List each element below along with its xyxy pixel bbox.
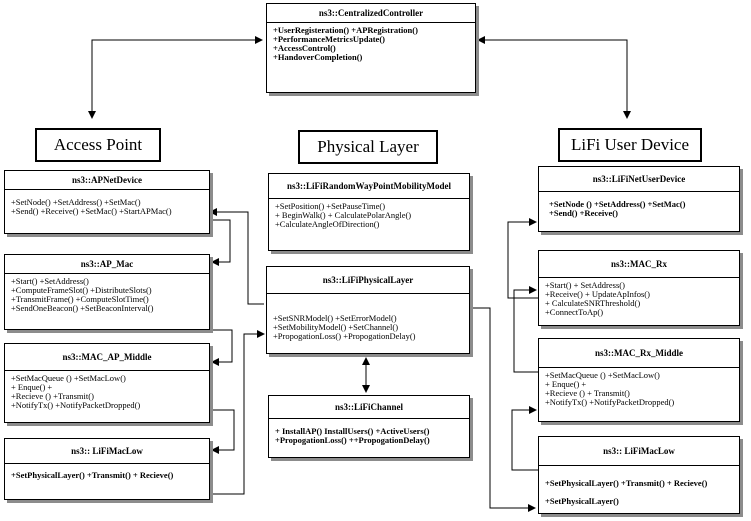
apnetdevice-to-apmac-arrow <box>210 219 231 266</box>
user-maclow-to-middle-arrow <box>511 406 540 471</box>
method-line: +SetNode() +SetAddress() +SetMac() <box>11 197 141 207</box>
method-line: +NotifyTx() +NotifyPacketDropped() <box>545 397 675 407</box>
method-line: +SetSNRModel() +SetErrorModel() <box>273 313 397 323</box>
method-line: +ComputeFrameSlot() +DistributeSlots() <box>11 285 152 295</box>
mac-ap-middle-box: ns3::MAC_AP_Middle +SetMacQueue () +SetM… <box>4 343 210 423</box>
controller-methods: +UserRegisteration() +APRegistration() +… <box>267 23 475 65</box>
mac-rx-methods: +Start() + SetAddress() +Receive() + Upd… <box>539 278 739 320</box>
method-line: +Send() +Receive() <box>549 208 618 218</box>
user-lifi-mac-low-box: ns3:: LiFiMacLow +SetPhysicalLayer() +Tr… <box>538 436 740 514</box>
user-lifi-mac-low-methods: +SetPhysicalLayer() +Transmit() + Reciev… <box>539 466 739 513</box>
method-line: + InstallAP() InstallUsers() +ActiveUser… <box>275 426 430 436</box>
lifi-channel-title: ns3::LiFiChannel <box>269 396 469 419</box>
lifi-channel-methods: + InstallAP() InstallUsers() +ActiveUser… <box>269 419 469 448</box>
ap-net-device-methods: +SetNode() +SetAddress() +SetMac() +Send… <box>5 190 209 219</box>
controller-to-access-point-arrow <box>88 36 263 119</box>
mac-rx-middle-methods: +SetMacQueue () +SetMacLow() + Enque() +… <box>539 368 739 410</box>
physical-to-ap-device-arrow <box>209 208 264 305</box>
method-line: +SendOneBeacon() +SetBeaconInterval() <box>11 303 154 313</box>
method-line: +Receive() + UpdateApInfos() <box>545 289 650 299</box>
macrx-to-netuserdevice-arrow <box>507 218 540 299</box>
ap-lifi-mac-low-box: ns3:: LiFiMacLow +SetPhysicalLayer() +Tr… <box>4 438 210 500</box>
method-line: + BeginWalk() + CalculatePolarAngle() <box>275 210 412 220</box>
mobility-model-methods: +SetPosition() +SetPauseTime() + BeginWa… <box>269 199 469 232</box>
method-line: +Start() +SetAddress() <box>11 276 89 286</box>
ap-mac-box: ns3::AP_Mac +Start() +SetAddress() +Comp… <box>4 254 210 330</box>
middle-to-macrx-arrow <box>513 286 540 373</box>
ap-mac-title: ns3::AP_Mac <box>5 255 209 274</box>
mac-rx-box: ns3::MAC_Rx +Start() + SetAddress() +Rec… <box>538 250 740 326</box>
method-line: +ConnectToAp() <box>545 307 604 317</box>
method-line: +SetPhysicalLayer() +Transmit() + Reciev… <box>11 470 174 480</box>
method-line: +SetNode () +SetAddress() +SetMac() <box>549 199 686 209</box>
mac-rx-middle-box: ns3::MAC_Rx_Middle +SetMacQueue () +SetM… <box>538 338 740 422</box>
apmac-to-middle-arrow <box>210 329 233 366</box>
controller-to-user-device-arrow <box>477 36 631 119</box>
method-line: +HandoverCompletion() <box>273 52 363 62</box>
method-line: +SetPosition() +SetPauseTime() <box>275 201 386 211</box>
method-line: + Enque() + <box>11 382 53 392</box>
physical-layer-methods: +SetSNRModel() +SetErrorModel() +SetMobi… <box>267 294 469 344</box>
method-line: +SetMacQueue () +SetMacLow() <box>545 370 660 380</box>
method-line: +PropogationLoss() +PropogationDelay() <box>273 331 416 341</box>
method-line: +PropogationLoss() ++PropogationDelay() <box>275 435 430 445</box>
mobility-model-title: ns3::LiFiRandomWayPointMobilityModel <box>269 174 469 199</box>
method-line: + CalculateSNRThreshold() <box>545 298 641 308</box>
method-line: +Send() +Receive() +SetMac() +StartAPMac… <box>11 206 172 216</box>
method-line: +UserRegisteration() +APRegistration() <box>273 25 418 35</box>
ap-lifi-mac-low-methods: +SetPhysicalLayer() +Transmit() + Reciev… <box>5 464 209 483</box>
method-line: +SetPhysicalLayer() +Transmit() + Reciev… <box>545 478 708 488</box>
net-user-device-methods: +SetNode () +SetAddress() +SetMac() +Sen… <box>539 192 739 221</box>
access-point-header: Access Point <box>35 128 161 162</box>
ap-net-device-title: ns3::APNetDevice <box>5 171 209 190</box>
controller-title: ns3::CentralizedController <box>267 4 475 23</box>
method-line: +SetMobilityModel() +SetChannel() <box>273 322 399 332</box>
net-user-device-title: ns3::LiFiNetUserDevice <box>539 167 739 192</box>
method-line: +TransmitFrame() +ComputeSlotTime() <box>11 294 149 304</box>
middle-to-maclow-arrow <box>210 409 235 454</box>
net-user-device-box: ns3::LiFiNetUserDevice +SetNode () +SetA… <box>538 166 740 232</box>
method-line: +NotifyTx() +NotifyPacketDropped() <box>11 400 141 410</box>
mobility-model-box: ns3::LiFiRandomWayPointMobilityModel +Se… <box>268 173 470 251</box>
method-line: +SetPhysicalLayer() <box>545 496 619 506</box>
mac-ap-middle-methods: +SetMacQueue () +SetMacLow() + Enque() +… <box>5 371 209 413</box>
method-line: +PerformanceMetricsUpdate() <box>273 34 385 44</box>
mac-rx-title: ns3::MAC_Rx <box>539 251 739 278</box>
mac-ap-middle-title: ns3::MAC_AP_Middle <box>5 344 209 371</box>
ap-lifi-mac-low-title: ns3:: LiFiMacLow <box>5 439 209 464</box>
lifi-channel-box: ns3::LiFiChannel + InstallAP() InstallUs… <box>268 395 470 458</box>
physical-layer-box: ns3::LiFiPhysicalLayer +SetSNRModel() +S… <box>266 266 470 354</box>
user-lifi-mac-low-title: ns3:: LiFiMacLow <box>539 437 739 466</box>
ap-mac-methods: +Start() +SetAddress() +ComputeFrameSlot… <box>5 274 209 316</box>
ap-net-device-box: ns3::APNetDevice +SetNode() +SetAddress(… <box>4 170 210 234</box>
method-line: +Recieve () + Transmit() <box>545 388 630 398</box>
centralized-controller-box: ns3::CentralizedController +UserRegister… <box>266 3 476 93</box>
mac-rx-middle-title: ns3::MAC_Rx_Middle <box>539 339 739 368</box>
method-line: +AccessControl() <box>273 43 336 53</box>
method-line: +SetMacQueue () +SetMacLow() <box>11 373 126 383</box>
physical-to-user-maclow-arrow <box>470 307 536 512</box>
method-line: +Recieve () +Transmit() <box>11 391 94 401</box>
physical-layer-title: ns3::LiFiPhysicalLayer <box>267 267 469 294</box>
physical-layer-header: Physical Layer <box>298 130 438 164</box>
lifi-user-device-header: LiFi User Device <box>558 128 702 162</box>
method-line: +Start() + SetAddress() <box>545 280 625 290</box>
method-line: +CalculateAngleOfDirection() <box>275 219 380 229</box>
method-line: + Enque() + <box>545 379 587 389</box>
maclow-to-physical-arrow <box>210 330 265 495</box>
